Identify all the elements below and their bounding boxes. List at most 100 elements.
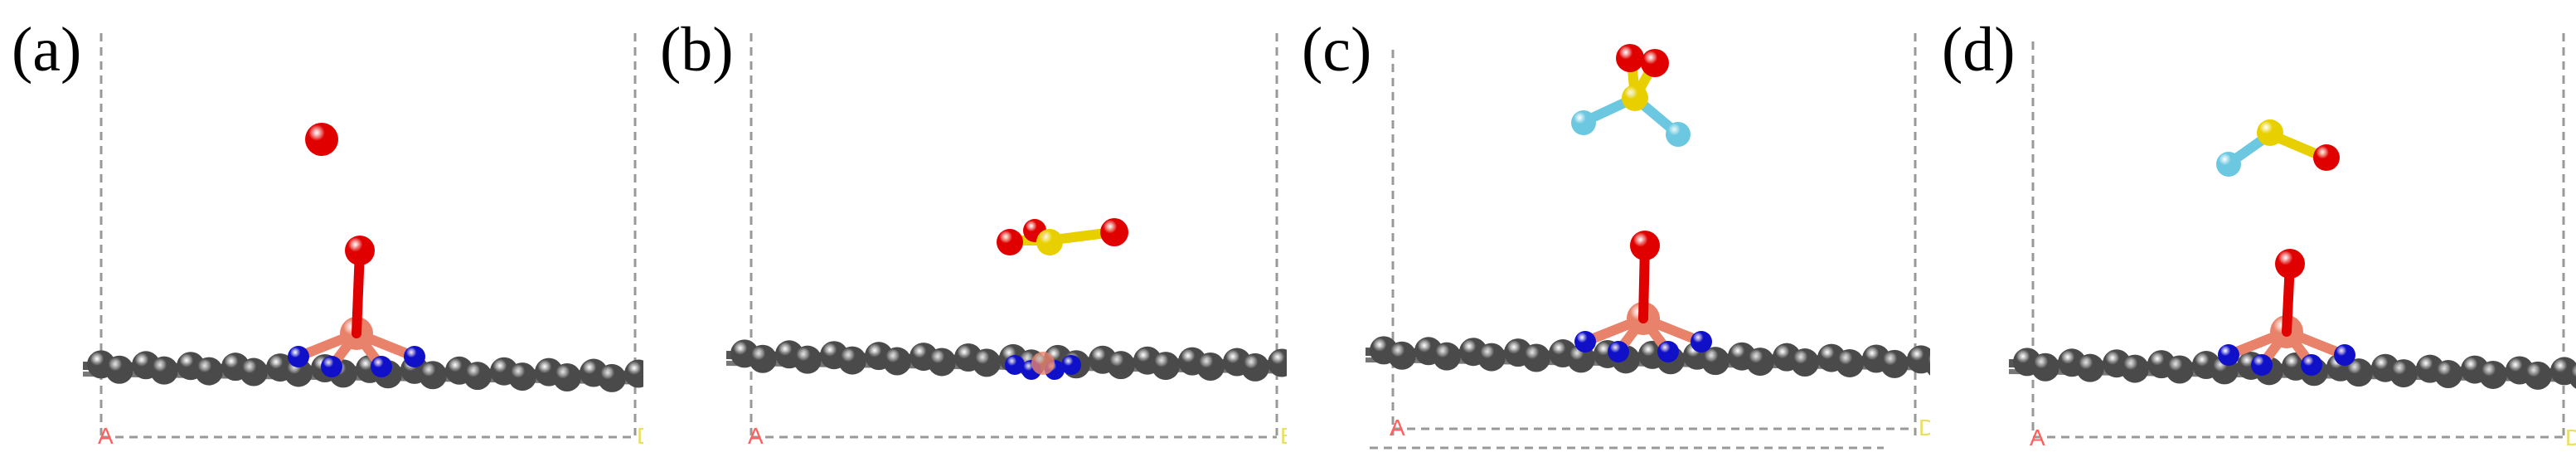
nitrogen-atom [2251, 354, 2273, 376]
carbon-atom [2121, 354, 2149, 383]
panel-d: (d) A D [1930, 0, 2576, 457]
carbon-atom [2166, 355, 2194, 384]
carbon-atom [1477, 343, 1506, 372]
panel-label-d: (d) [1942, 15, 2016, 85]
axis-label-end-c: D [1919, 415, 1930, 440]
carbon-atom [2479, 360, 2507, 389]
carbon-atom [2569, 363, 2576, 389]
axis-label-end-b: B [1280, 423, 1287, 449]
metal-site-c [1574, 302, 1712, 362]
carbon-atom [1522, 343, 1550, 372]
panel-label-a: (a) [12, 15, 82, 85]
nitrogen-atom [288, 346, 309, 367]
carbon-atom [1268, 348, 1287, 377]
nitrogen-atom [1691, 331, 1712, 352]
carbon-atom [598, 363, 626, 392]
oxygen-atom-free [2313, 144, 2340, 171]
carbon-atom [1791, 348, 1819, 377]
carbon-atom [2524, 361, 2552, 390]
nitrogen-atom [1005, 355, 1025, 375]
carbon-atom [2434, 360, 2462, 389]
carbon-atom [973, 348, 1001, 377]
structure-c: A D [1365, 33, 1930, 450]
fluorine-atom [2216, 152, 2241, 177]
nitrogen-atom [2218, 344, 2239, 366]
carbon-atom [883, 347, 911, 376]
structure-a: A D [82, 33, 643, 449]
carbon-atom [749, 344, 777, 373]
axis-label-start-d: A [2030, 425, 2045, 450]
nitrogen-atom [1608, 341, 1629, 362]
axis-label-end-a: D [637, 423, 643, 449]
nitrogen-atom [2334, 344, 2355, 366]
panel-c: (c) A D [1287, 0, 1930, 457]
carbon-atom [463, 362, 492, 391]
oxygen-atom-1 [1616, 44, 1644, 72]
carbon-atom [419, 361, 447, 390]
carbon-atom [2031, 352, 2059, 382]
oxygen-atom-free [305, 123, 338, 156]
nitrogen-atom [371, 356, 392, 377]
nitrogen-atom [321, 356, 342, 377]
nitrogen-atom [1574, 331, 1596, 352]
carbon-atom [1433, 342, 1461, 371]
carbon-atom [2389, 359, 2418, 388]
carbon-atom [150, 356, 178, 385]
axis-label-start-b: A [748, 423, 764, 449]
carbon-atom [838, 346, 866, 375]
structure-d: A D [2008, 33, 2576, 450]
oxygen-atom-3 [1100, 218, 1128, 246]
axis-label-end-d: D [2565, 425, 2576, 450]
carbon-atom [1880, 349, 1909, 378]
sulfur-atom [1622, 85, 1648, 111]
carbon-atom [1925, 353, 1930, 376]
graphene-sheet-c [1365, 336, 1930, 378]
sulfur-atom [2257, 119, 2283, 146]
oxygen-atom-2 [1641, 49, 1669, 77]
axis-label-start-c: A [1390, 415, 1405, 440]
carbon-atom [2076, 353, 2104, 382]
carbon-atom [1286, 363, 1287, 373]
nitrogen-atom [1061, 355, 1081, 375]
oxygen-atom-1 [997, 229, 1023, 255]
metal-atom [1031, 352, 1055, 375]
oxygen-atom-bound [2275, 249, 2305, 279]
carbon-atom [240, 357, 268, 387]
oxygen-atom-bound [1630, 231, 1660, 260]
carbon-atom [508, 362, 536, 391]
carbon-atom [1836, 348, 1864, 377]
nitrogen-atom [404, 346, 425, 367]
carbon-atom [1241, 352, 1269, 382]
carbon-atom [553, 363, 581, 392]
fluorine-atom-2 [1666, 122, 1691, 147]
carbon-atom [284, 358, 313, 387]
carbon-atom [793, 345, 822, 374]
carbon-atom [1152, 352, 1180, 381]
panel-b: (b) A B [643, 0, 1287, 457]
nitrogen-atom [1657, 341, 1679, 362]
graphene-sheet-d [2008, 348, 2576, 390]
carbon-atom [1196, 352, 1225, 382]
sulfur-atom [1036, 229, 1063, 255]
axis-label-start-a: A [98, 423, 114, 449]
carbon-atom [195, 357, 223, 386]
carbon-atom [624, 359, 643, 388]
carbon-atom [1107, 351, 1135, 380]
metal-site-d [2218, 315, 2355, 376]
metal-site-a [288, 317, 425, 377]
carbon-atom [105, 355, 133, 384]
carbon-atom [928, 348, 956, 377]
nitrogen-atom [2301, 354, 2322, 376]
graphene-sheet-a [82, 350, 643, 392]
carbon-atom [1388, 341, 1416, 370]
carbon-atom [1746, 348, 1774, 377]
structure-b: A B [725, 33, 1287, 449]
carbon-atom [2345, 358, 2373, 387]
panel-a: (a) A D [0, 0, 643, 457]
carbon-atom [1701, 347, 1729, 376]
fluorine-atom-1 [1571, 110, 1596, 135]
oxygen-atom-bound [345, 236, 375, 265]
panel-label-b: (b) [660, 15, 734, 85]
panel-label-c: (c) [1302, 15, 1372, 85]
carbon-atom [1907, 345, 1930, 374]
